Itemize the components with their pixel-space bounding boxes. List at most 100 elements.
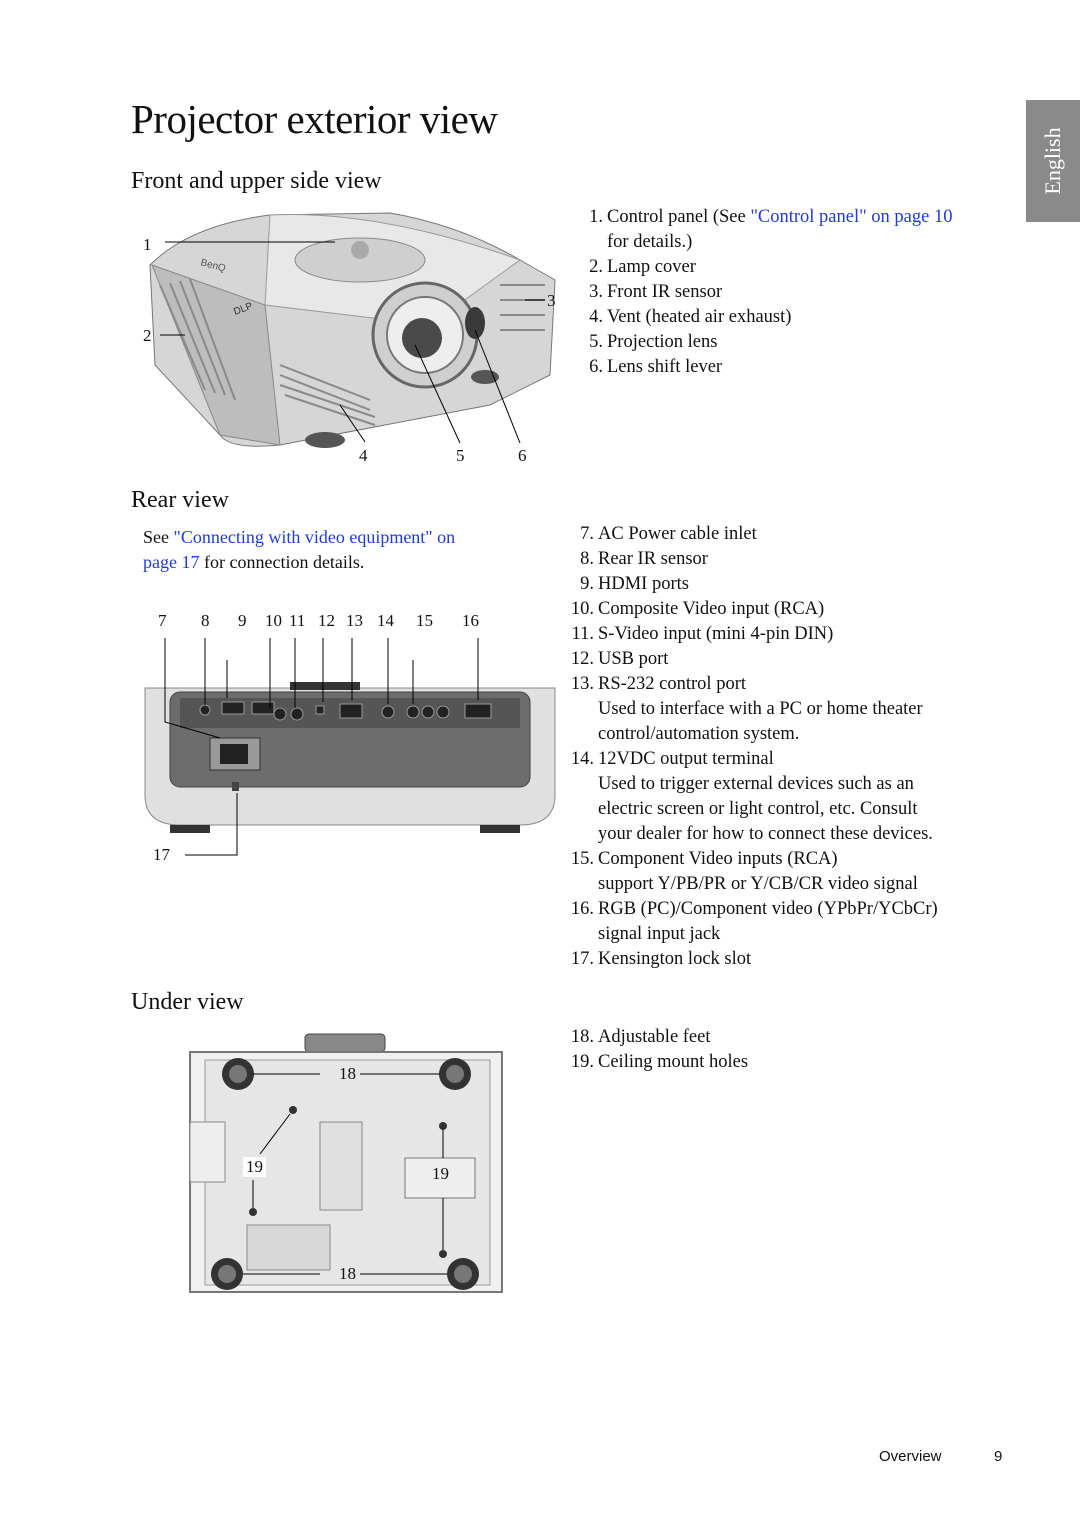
list-item: 8.Rear IR sensor: [566, 547, 1026, 572]
language-tab-label: English: [1040, 127, 1065, 195]
rear-view-note: See "Connecting with video equipment" on…: [143, 525, 523, 575]
item-number: 14.: [570, 749, 594, 769]
under-view-heading: Under view: [131, 989, 244, 1015]
under-projector-illustration: [189, 1033, 503, 1293]
under-callout-19-right: 19: [432, 1164, 449, 1183]
item-number: 8.: [580, 549, 594, 569]
item-text: Composite Video input (RCA): [598, 599, 825, 619]
list-item: 11.S-Video input (mini 4-pin DIN): [566, 622, 1026, 647]
item-number: 16.: [570, 899, 594, 919]
item-detail: Used to trigger external devices such as…: [598, 774, 914, 794]
list-item: 4.Vent (heated air exhaust): [575, 305, 1025, 330]
under-callout-19-left: 19: [243, 1157, 266, 1177]
list-item: 6.Lens shift lever: [575, 355, 1025, 380]
rear-callout-11: 11: [289, 611, 306, 630]
item-detail: support Y/PB/PR or Y/CB/CR video signal: [598, 874, 918, 894]
item-number: 5.: [589, 332, 603, 352]
list-item: 13.RS-232 control port Used to interface…: [566, 672, 1026, 747]
item-text: Front IR sensor: [607, 282, 723, 302]
rear-projector-illustration: [144, 638, 556, 856]
item-text: Control panel (See: [607, 207, 751, 227]
rear-callout-16: 16: [462, 611, 479, 630]
front-items-list: 1. Control panel (See "Control panel" on…: [575, 205, 1025, 380]
front-callout-3: 3: [547, 291, 556, 310]
item-detail: control/automation system.: [598, 724, 800, 744]
item-text: USB port: [598, 649, 669, 669]
list-item: 10.Composite Video input (RCA): [566, 597, 1026, 622]
item-number: 2.: [589, 257, 603, 277]
list-item: 12.USB port: [566, 647, 1026, 672]
under-callout-18-bottom: 18: [335, 1264, 360, 1284]
connecting-video-link[interactable]: "Connecting with video equipment" on: [173, 527, 456, 547]
rear-callout-13: 13: [346, 611, 363, 630]
control-panel-link[interactable]: "Control panel" on page 10: [750, 207, 953, 227]
item-text: S-Video input (mini 4-pin DIN): [598, 624, 834, 644]
item-text: Lamp cover: [607, 257, 696, 277]
rear-callout-10: 10: [265, 611, 282, 630]
footer-section-name: Overview: [879, 1448, 942, 1465]
rear-callout-8: 8: [201, 611, 210, 630]
item-text: HDMI ports: [598, 574, 689, 594]
front-callout-1: 1: [143, 235, 152, 254]
rear-callout-14: 14: [377, 611, 394, 630]
list-item: 18.Adjustable feet: [566, 1025, 1026, 1050]
front-view-heading: Front and upper side view: [131, 168, 382, 194]
item-text: RS-232 control port: [598, 674, 746, 694]
list-item: 5.Projection lens: [575, 330, 1025, 355]
item-number: 4.: [589, 307, 603, 327]
item-text: Rear IR sensor: [598, 549, 708, 569]
item-number: 12.: [570, 649, 594, 669]
page-title: Projector exterior view: [131, 96, 498, 142]
item-number: 9.: [580, 574, 594, 594]
item-number: 3.: [589, 282, 603, 302]
item-text-continued: for details.): [607, 232, 693, 252]
item-number: 11.: [571, 624, 594, 644]
rear-callout-17: 17: [153, 845, 170, 864]
item-number: 18.: [570, 1027, 594, 1047]
connecting-video-link-page[interactable]: page 17: [143, 552, 200, 572]
rear-callout-12: 12: [318, 611, 335, 630]
rear-callout-15: 15: [416, 611, 433, 630]
item-number: 13.: [570, 674, 594, 694]
list-item: 7.AC Power cable inlet: [566, 522, 1026, 547]
rear-callout-9: 9: [238, 611, 247, 630]
front-callout-4: 4: [359, 446, 368, 465]
list-item: 3.Front IR sensor: [575, 280, 1025, 305]
item-text: Ceiling mount holes: [598, 1052, 749, 1072]
item-number: 10.: [570, 599, 594, 619]
list-item: 2.Lamp cover: [575, 255, 1025, 280]
front-callout-2: 2: [143, 326, 152, 345]
rear-items-list: 7.AC Power cable inlet 8.Rear IR sensor …: [566, 522, 1026, 972]
front-projector-illustration: BenQ DLP: [149, 212, 556, 448]
item-number: 7.: [580, 524, 594, 544]
note-suffix: for connection details.: [199, 552, 365, 572]
list-item: 16.RGB (PC)/Component video (YPbPr/YCbCr…: [566, 897, 1026, 947]
language-tab: English: [1026, 100, 1080, 222]
item-text: Kensington lock slot: [598, 949, 752, 969]
item-text: Adjustable feet: [598, 1027, 711, 1047]
item-detail: electric screen or light control, etc. C…: [598, 799, 918, 819]
item-number: 6.: [589, 357, 603, 377]
item-detail: your dealer for how to connect these dev…: [598, 824, 933, 844]
list-item: 17.Kensington lock slot: [566, 947, 1026, 972]
item-text: Component Video inputs (RCA): [598, 849, 838, 869]
under-callout-18-top: 18: [335, 1064, 360, 1084]
list-item: 19.Ceiling mount holes: [566, 1050, 1026, 1075]
front-callout-6: 6: [518, 446, 527, 465]
rear-callout-7: 7: [158, 611, 167, 630]
item-text: 12VDC output terminal: [598, 749, 774, 769]
front-callout-5: 5: [456, 446, 465, 465]
item-text: Lens shift lever: [607, 357, 723, 377]
under-items-list: 18.Adjustable feet 19.Ceiling mount hole…: [566, 1025, 1026, 1075]
rear-view-heading: Rear view: [131, 487, 229, 513]
item-number: 15.: [570, 849, 594, 869]
item-text: Vent (heated air exhaust): [607, 307, 792, 327]
item-detail: Used to interface with a PC or home thea…: [598, 699, 923, 719]
list-item: 14.12VDC output terminal Used to trigger…: [566, 747, 1026, 847]
item-number: 19.: [570, 1052, 594, 1072]
list-item: 15.Component Video inputs (RCA) support …: [566, 847, 1026, 897]
list-item: 1. Control panel (See "Control panel" on…: [575, 205, 1025, 255]
note-prefix: See: [143, 527, 174, 547]
item-text: RGB (PC)/Component video (YPbPr/YCbCr): [598, 899, 938, 919]
footer-page-number: 9: [994, 1448, 1003, 1465]
